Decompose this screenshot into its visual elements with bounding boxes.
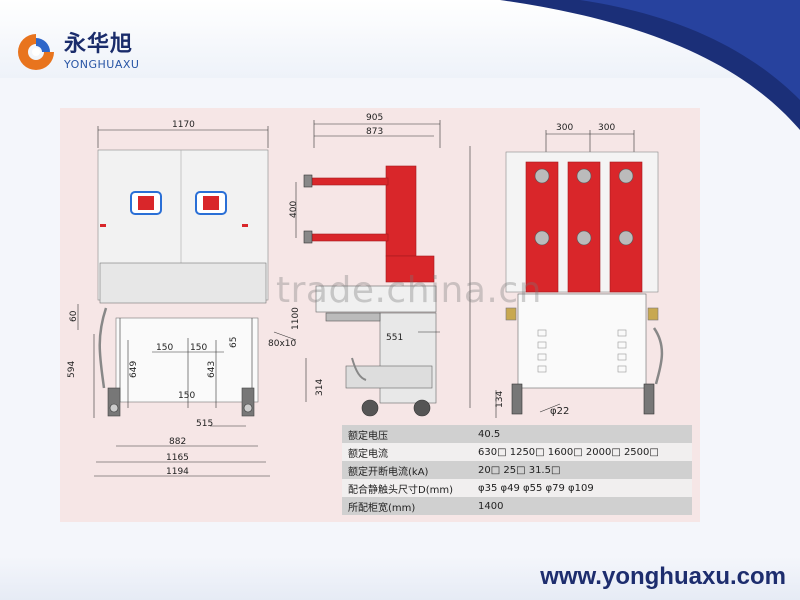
- spec-value: φ35 φ49 φ55 φ79 φ109: [472, 479, 692, 497]
- spec-table: 额定电压 40.5 额定电流 630□ 1250□ 1600□ 2000□ 25…: [342, 425, 692, 515]
- technical-drawing: 1170 882 1165 1194 594 60 150 150 150 64…: [67, 113, 664, 477]
- spec-value: 20□ 25□ 31.5□: [472, 461, 692, 479]
- dim-label: 150: [190, 343, 207, 353]
- spec-label: 额定电压: [342, 425, 472, 443]
- spec-value: 40.5: [472, 425, 692, 443]
- dim-label: 150: [156, 343, 173, 353]
- brand-name-en: YONGHUAXU: [64, 58, 140, 71]
- table-row: 所配柜宽(mm) 1400: [342, 497, 692, 515]
- website-link[interactable]: www.yonghuaxu.com: [540, 563, 786, 590]
- spec-label: 额定电流: [342, 443, 472, 461]
- header-swoosh-decoration: [500, 0, 800, 130]
- dim-label: 1165: [166, 453, 189, 463]
- dim-label: 400: [289, 201, 299, 218]
- table-row: 配合静触头尺寸D(mm) φ35 φ49 φ55 φ79 φ109: [342, 479, 692, 497]
- brand-logo[interactable]: 永华旭 YONGHUAXU: [14, 30, 139, 74]
- spec-value: 630□ 1250□ 1600□ 2000□ 2500□: [472, 443, 692, 461]
- footer-bar: [0, 556, 800, 600]
- dim-label: 314: [315, 379, 325, 396]
- dim-label: 300: [556, 123, 573, 133]
- dim-label: 905: [366, 113, 383, 123]
- dim-label: 300: [598, 123, 615, 133]
- front-view: [77, 126, 297, 477]
- logo-swirl-icon: [18, 34, 54, 70]
- side-view: [295, 120, 471, 417]
- dim-label: 80x10: [268, 339, 297, 349]
- table-row: 额定开断电流(kA) 20□ 25□ 31.5□: [342, 461, 692, 479]
- dim-label: 882: [169, 437, 186, 447]
- dim-label: 1100: [291, 307, 301, 330]
- spec-label: 额定开断电流(kA): [342, 461, 472, 479]
- table-row: 额定电流 630□ 1250□ 1600□ 2000□ 2500□: [342, 443, 692, 461]
- dim-label: 150: [178, 391, 195, 401]
- dim-label: 65: [229, 337, 239, 348]
- watermark-text: trade.china.cn: [276, 270, 542, 311]
- dim-label: 873: [366, 127, 383, 137]
- brand-name-cn: 永华旭: [64, 32, 134, 57]
- dim-label: 551: [386, 333, 403, 343]
- table-row: 额定电压 40.5: [342, 425, 692, 443]
- dim-label: φ22: [550, 406, 569, 417]
- dim-label: 515: [196, 419, 213, 429]
- dim-label: 134: [495, 391, 505, 408]
- dim-label: 1170: [172, 120, 195, 130]
- rear-view: [495, 130, 664, 418]
- dim-label: 60: [69, 310, 79, 322]
- spec-value: 1400: [472, 497, 692, 515]
- dim-label: 1194: [166, 467, 189, 477]
- dim-label: 649: [129, 361, 139, 378]
- spec-label: 配合静触头尺寸D(mm): [342, 479, 472, 497]
- dim-label: 643: [207, 361, 217, 378]
- dim-label: 594: [67, 361, 77, 378]
- spec-label: 所配柜宽(mm): [342, 497, 472, 515]
